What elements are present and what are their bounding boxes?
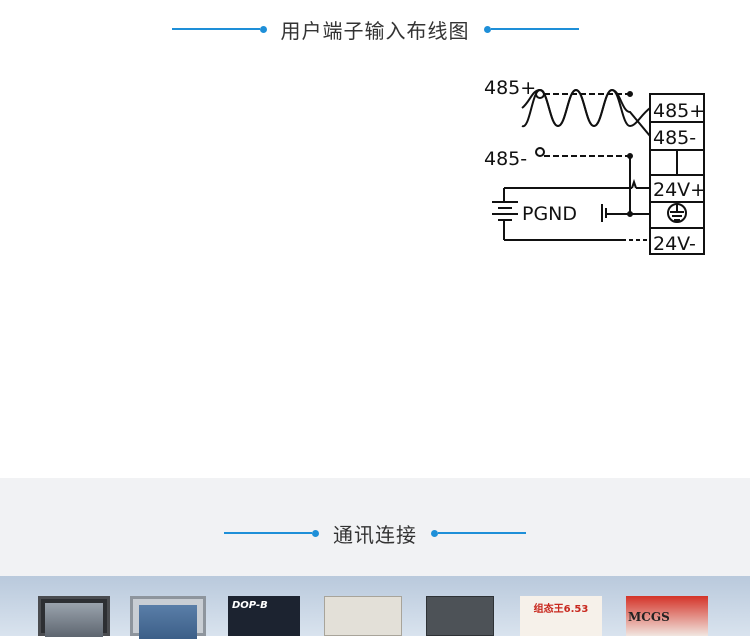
wiring-title: 用户端子输入布线图 xyxy=(280,18,470,43)
title-decoration-left xyxy=(171,25,267,33)
delta-dop-b-panel: DOP-B xyxy=(228,596,300,636)
title-decoration-right xyxy=(431,529,526,537)
touch-panel-2 xyxy=(130,596,206,639)
mcgs-box: MCGS xyxy=(626,596,708,636)
comm-title: 通讯连接 xyxy=(333,522,417,547)
communication-section-background xyxy=(0,478,750,576)
section-title-wiring: 用户端子输入布线图 xyxy=(0,14,750,44)
terminal-24v-plus: 24V+ xyxy=(653,179,706,201)
title-decoration-left xyxy=(224,529,319,537)
terminal-24v-minus: 24V- xyxy=(653,233,696,255)
wiring-diagram: 485+ 485- PGND 485+ 485- 24V+ 24V- xyxy=(484,77,706,255)
earth-ground-icon xyxy=(667,203,687,223)
label-pgnd: PGND xyxy=(522,203,577,225)
label-485-minus: 485- xyxy=(484,148,527,170)
terminal-485-plus: 485+ xyxy=(653,100,705,122)
title-decoration-right xyxy=(483,25,579,33)
plc-gray xyxy=(426,596,494,636)
terminal-485-minus: 485- xyxy=(653,127,696,149)
label-485-plus: 485+ xyxy=(484,77,536,99)
product-strip: DOP-B 组态王6.53 MCGS xyxy=(0,576,750,639)
touch-panel-1 xyxy=(38,596,110,637)
plc-white xyxy=(324,596,402,636)
kingview-box: 组态王6.53 xyxy=(520,596,602,636)
section-title-communication: 通讯连接 xyxy=(0,518,750,548)
